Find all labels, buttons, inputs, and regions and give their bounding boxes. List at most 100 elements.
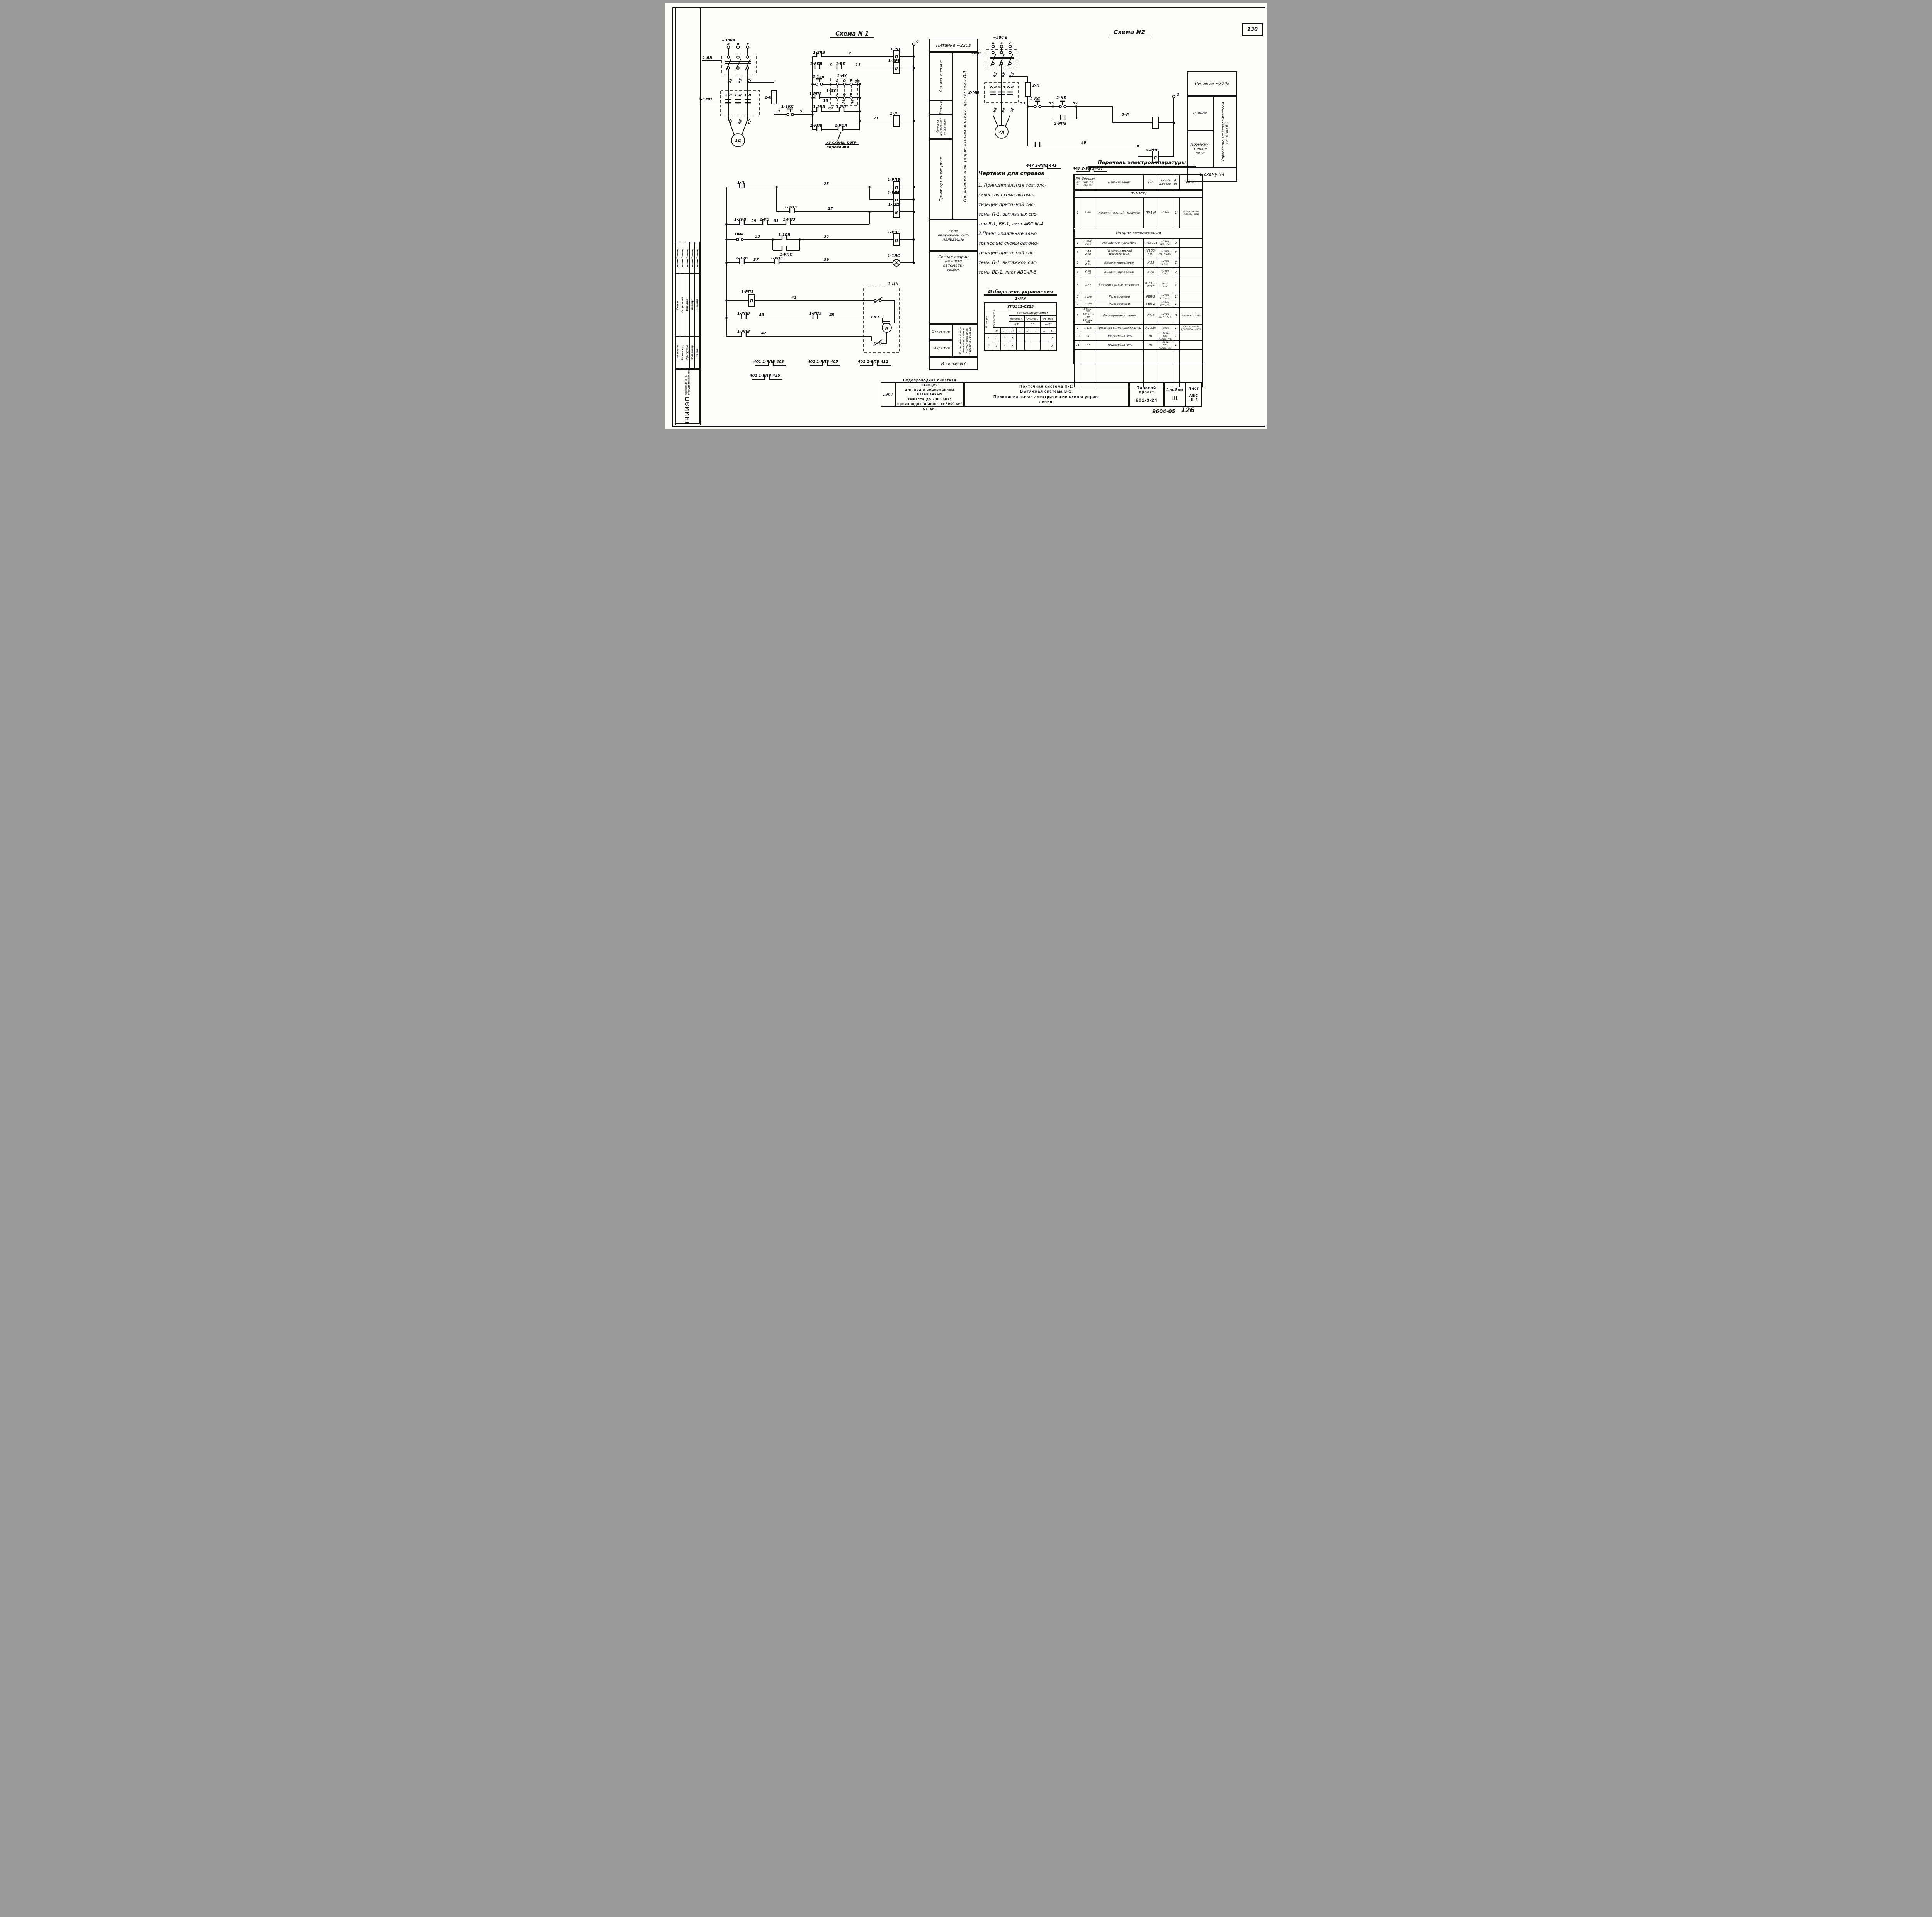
wire-label: 401 1-РПВ 405 <box>807 360 838 364</box>
junction-dot <box>868 186 871 188</box>
doc-code: 9604-05 <box>1152 409 1175 415</box>
wire-label: 1-1МП <box>699 97 712 102</box>
cell-ref: 1-РП;1-РПВ 1-РПВ;1-РПС 1-РПЗ;2-РПВ <box>1081 307 1095 325</box>
cell-num: 7 <box>1074 301 1081 308</box>
panel1-auto-text: Автоматическое <box>939 60 943 92</box>
wire-label: 1-РП <box>836 105 846 109</box>
wire-label: 2-КП <box>1056 96 1066 100</box>
cell-note <box>1179 267 1203 277</box>
stamp-name-cell: Латуновский <box>680 274 685 336</box>
stamp-name-cell: Перель <box>675 274 680 336</box>
selector-mark <box>1032 333 1041 342</box>
selector-contact-num: 2 <box>1000 333 1009 342</box>
stamp-sig-cell <box>690 242 695 274</box>
tb-object: Водопроводная очистная станция для вод с… <box>895 378 964 410</box>
terminal <box>726 45 730 49</box>
wire-label: В <box>895 66 898 71</box>
references-title-text: Чертежи для справок <box>978 170 1045 177</box>
wire-label: 2-Л <box>990 85 997 90</box>
cell-num: 6 <box>1074 293 1081 301</box>
tb-project-label: Типовой проект <box>1137 386 1156 395</box>
cell-tech: ~220в 5но+2нз <box>1158 238 1172 248</box>
cell-num: 9 <box>1074 324 1081 332</box>
stamp-role-text: Ст. инженер <box>691 345 694 360</box>
cell-name: Реле времени <box>1095 301 1144 308</box>
button-contact <box>1063 105 1066 108</box>
selector-col-section: N секции <box>985 310 993 334</box>
panel1-signal: Сигнал аварии на щите автомати- зации. <box>929 251 978 324</box>
hand-page-number-text: 126 <box>1181 407 1195 414</box>
stamp-role-cell: Техник <box>695 336 700 369</box>
column-header: Тип <box>1143 175 1158 191</box>
selector-contact <box>836 96 839 99</box>
wire-label: П <box>750 299 753 303</box>
cell-note <box>1179 258 1203 268</box>
motor-2d <box>995 125 1009 139</box>
wire-label: 43 <box>759 313 764 317</box>
cell-tech: ~220в 2 н.з. <box>1158 258 1172 268</box>
stamp-role-cell: Гл. инж. отд. <box>680 336 685 369</box>
selector-angle: 0° <box>1024 321 1041 328</box>
reference-line: 1. Принципиальная техноло- <box>978 182 1046 188</box>
cell-qty: 2 <box>1172 267 1180 277</box>
junction-dot <box>913 67 915 69</box>
selector-contact-num: 3 <box>992 342 1001 350</box>
cell-ref: 1-П <box>1081 332 1095 341</box>
junction-dot <box>725 238 728 241</box>
wire-label: 1Д <box>735 139 741 143</box>
wire-label: 45 <box>829 313 835 317</box>
wire-label: 3 <box>777 109 780 114</box>
stamp-sig-cell <box>685 242 690 274</box>
wire <box>993 115 998 127</box>
stamp-role-cell: Нач. отдела <box>675 336 680 369</box>
wire-label: 2-Л <box>1007 85 1014 90</box>
cell-tech: ~250в, 10а Iпл.вст.1а <box>1158 340 1172 350</box>
cell-note <box>1179 301 1203 308</box>
wire-label: 1-Л <box>725 93 732 97</box>
wire-label: в <box>1000 41 1003 46</box>
cell-qty: 2 <box>1172 238 1180 248</box>
cell-ref: 2П <box>1081 340 1095 350</box>
junction-dot <box>1075 105 1077 108</box>
cell-tech: ~380в Iуст=1,6а <box>1158 247 1172 258</box>
cell-name: Исполнительный механизм <box>1095 197 1144 229</box>
wire-label: 59 <box>1081 141 1087 145</box>
stamp-name-text: Латуновский <box>681 297 684 313</box>
terminal <box>912 42 916 46</box>
cell-qty: 1 <box>1172 324 1180 332</box>
button-contact <box>815 83 818 86</box>
wire-label: в <box>737 42 739 46</box>
wire-label: 2-АВ <box>971 51 981 56</box>
limit-switch <box>873 297 883 304</box>
wire-label: 447 2-РПВ 441 <box>1026 163 1057 168</box>
panel1-inter-text: Промежуточные реле <box>939 157 943 202</box>
corner-sheet-number: 130 <box>1242 23 1263 36</box>
wire-label: 1-РПА <box>835 124 847 128</box>
empty-cell <box>1172 349 1180 387</box>
junction-dot <box>799 238 801 241</box>
wire-label: 2-РПВ <box>1054 122 1067 126</box>
cell-type: УП5311- С225 <box>1143 277 1158 293</box>
wire-label: 21 <box>873 116 878 121</box>
stamp-role-text: Техник <box>696 349 699 357</box>
wire-label: 15 <box>823 99 828 103</box>
junction-dot <box>913 55 915 58</box>
wire-label: 1-2РВ <box>813 105 825 109</box>
selector-lp: П <box>1016 327 1025 334</box>
empty-cell <box>1095 349 1144 387</box>
wire-label: с2 <box>747 119 753 125</box>
apparatus-title: Перечень электроаппаратуры <box>1088 160 1196 168</box>
signature-scribble <box>691 248 694 267</box>
winding <box>871 316 879 318</box>
cell-note <box>1179 340 1203 350</box>
